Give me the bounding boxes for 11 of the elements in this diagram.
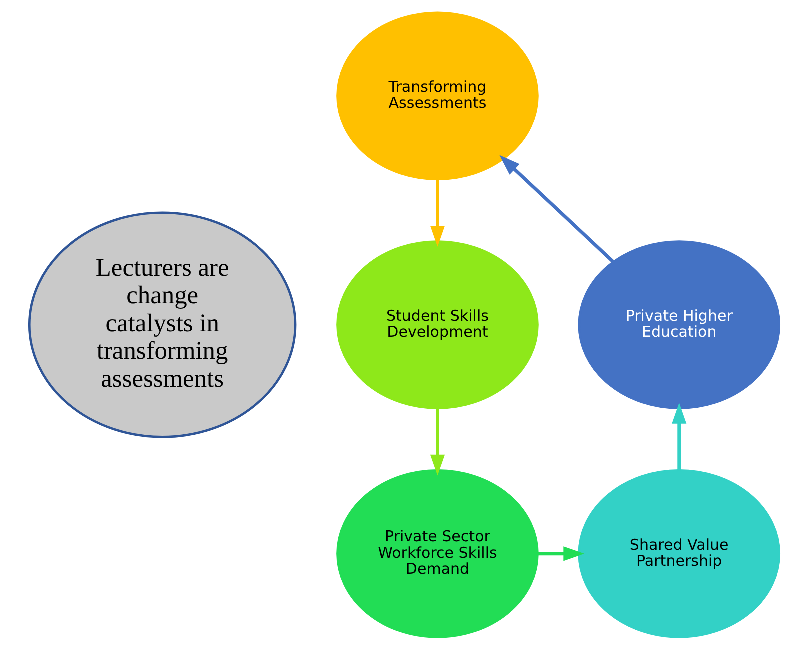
arrow bbox=[672, 403, 687, 471]
arrow bbox=[430, 408, 446, 476]
node-ellipse: Shared Value Partnership bbox=[578, 470, 781, 638]
node-ellipse: Private Higher Education bbox=[578, 240, 781, 410]
node-ellipse: Private Sector Workforce Skills Demand bbox=[336, 470, 539, 638]
arrow bbox=[500, 155, 615, 264]
node-ellipse: Student Skills Development bbox=[336, 240, 539, 410]
node-ellipse: Transforming Assessments bbox=[336, 12, 539, 180]
arrow bbox=[538, 546, 585, 562]
arrow bbox=[430, 179, 446, 247]
node-ellipse: Lecturers are change catalysts in transforming assessments bbox=[28, 212, 297, 438]
